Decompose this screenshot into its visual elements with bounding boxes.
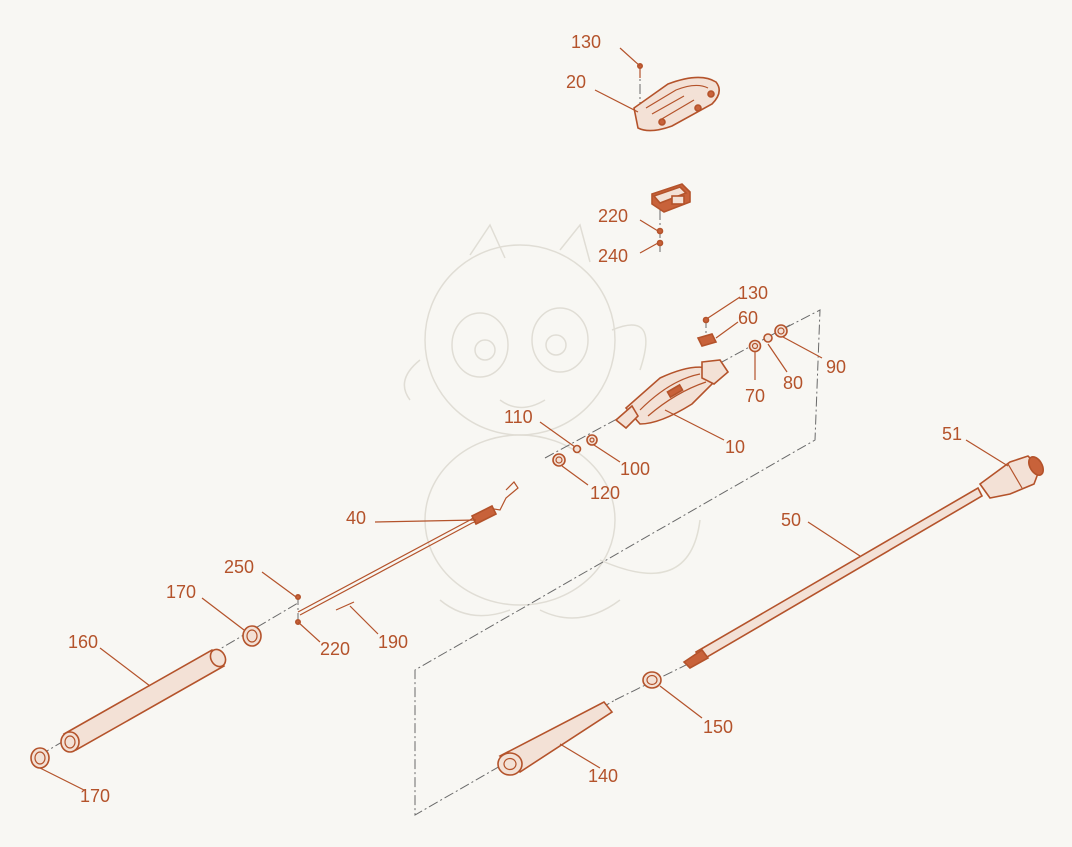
label-70: 70 <box>745 386 765 406</box>
label-190: 190 <box>378 632 408 652</box>
label-10: 10 <box>725 437 745 457</box>
part-10-handle-body <box>614 359 730 430</box>
part-190-clip <box>335 601 355 611</box>
label-250: 250 <box>224 557 254 577</box>
label-150: 150 <box>703 717 733 737</box>
label-40: 40 <box>346 508 366 528</box>
label-20: 20 <box>566 72 586 92</box>
part-160-tube <box>60 648 227 753</box>
label-130-top: 130 <box>571 32 601 52</box>
label-50: 50 <box>781 510 801 530</box>
label-130-body: 130 <box>738 283 768 303</box>
label-220-upper: 220 <box>598 206 628 226</box>
part-130-screw-body <box>702 316 710 324</box>
label-120: 120 <box>590 483 620 503</box>
label-240: 240 <box>598 246 628 266</box>
label-51: 51 <box>942 424 962 444</box>
part-170-ring-right <box>242 625 262 647</box>
part-50-cable <box>682 486 984 669</box>
parts-70-80-90-rings <box>748 324 788 353</box>
label-220-lower: 220 <box>320 639 350 659</box>
label-100: 100 <box>620 459 650 479</box>
part-labels: 130 20 220 240 130 60 70 80 90 110 100 1… <box>68 32 962 806</box>
part-140-sleeve <box>497 700 614 776</box>
part-20-cover <box>633 76 720 132</box>
label-140: 140 <box>588 766 618 786</box>
parts-100-110-120-rings <box>552 434 598 467</box>
label-90: 90 <box>826 357 846 377</box>
part-40-wire <box>297 481 519 616</box>
part-150-ring <box>642 671 662 689</box>
label-170-upper: 170 <box>166 582 196 602</box>
label-80: 80 <box>783 373 803 393</box>
part-220-switch <box>651 183 691 213</box>
label-160: 160 <box>68 632 98 652</box>
label-110: 110 <box>504 407 533 427</box>
background-watermark <box>403 223 701 619</box>
label-60: 60 <box>738 308 758 328</box>
part-220-240-pins <box>656 227 664 247</box>
label-170-lower: 170 <box>80 786 110 806</box>
part-60-clip <box>696 333 718 347</box>
part-170-ring-left <box>30 747 50 769</box>
leader-lines <box>39 47 1009 791</box>
part-51-plug <box>978 455 1045 499</box>
